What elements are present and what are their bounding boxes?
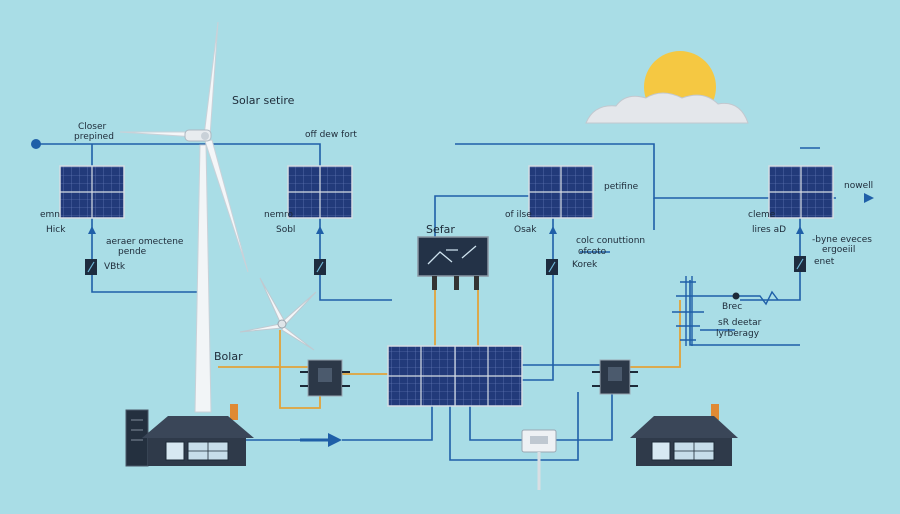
arrow-up-icon bbox=[549, 226, 557, 234]
cloud-icon bbox=[585, 92, 749, 124]
meter-icon bbox=[85, 259, 97, 275]
solar-panel-2 bbox=[287, 165, 353, 219]
label-nemro: nemro bbox=[264, 210, 294, 220]
label-emn: emn bbox=[40, 210, 60, 220]
meter-icon bbox=[546, 259, 558, 275]
arrow-up-icon bbox=[796, 226, 804, 234]
label-nowell: nowell bbox=[844, 181, 873, 191]
inverter-right bbox=[592, 359, 638, 395]
label-sobl: Sobl bbox=[276, 225, 295, 235]
label-solar-setire: Solar setire bbox=[232, 94, 295, 107]
label-cleme: cleme bbox=[748, 210, 776, 220]
label-bolar: Bolar bbox=[214, 350, 243, 363]
meter-icon bbox=[314, 259, 326, 275]
meter-icon bbox=[794, 256, 806, 272]
label-of-ilse: of ilse bbox=[505, 210, 532, 220]
arrow-up-icon bbox=[88, 226, 96, 234]
label-sr-deetar: sR deetar bbox=[718, 318, 762, 328]
house-right-icon bbox=[630, 404, 738, 466]
blue-wiring bbox=[36, 143, 836, 461]
solar-panel-4 bbox=[768, 165, 834, 219]
wind-turbine-small bbox=[239, 277, 317, 351]
label-ergoeiil: ergoeiil bbox=[822, 245, 855, 255]
label-vbtk: VBtk bbox=[104, 262, 126, 272]
label-lires-ad: lires aD bbox=[752, 225, 786, 235]
label-korek: Korek bbox=[572, 260, 598, 270]
house-left-icon bbox=[142, 404, 254, 466]
flow-arrow-icon bbox=[300, 433, 342, 447]
switchgear-icon bbox=[672, 276, 779, 346]
label-hick: Hick bbox=[46, 225, 66, 235]
label-osak: Osak bbox=[514, 225, 537, 235]
label-aeraer-omectene: aeraer omectene bbox=[106, 237, 184, 247]
label-closer: Closer bbox=[78, 122, 107, 132]
solar-array-main bbox=[387, 345, 523, 407]
breaker-node bbox=[732, 292, 740, 300]
label-colc-conuttionn: colc conuttionn bbox=[576, 236, 645, 246]
source-node bbox=[31, 139, 41, 149]
output-arrow-icon bbox=[864, 193, 874, 203]
label-off-dew-fort: off dew fort bbox=[305, 130, 357, 140]
label-sefar: Sefar bbox=[426, 223, 455, 236]
solar-panel-1 bbox=[59, 165, 125, 219]
label-ofcoto: ofcoto bbox=[578, 247, 607, 257]
controller-display bbox=[417, 236, 489, 290]
label-enet: enet bbox=[814, 257, 835, 267]
arrow-up-icon bbox=[316, 226, 324, 234]
smart-meter-icon bbox=[521, 429, 557, 490]
orange-wiring bbox=[218, 290, 681, 409]
label-brec: Brec bbox=[722, 302, 742, 312]
label-lyrberagy: lyrberagy bbox=[716, 329, 760, 339]
wind-turbine-large bbox=[119, 21, 249, 413]
inverter-left bbox=[300, 359, 350, 397]
label-byne-eveces: -byne eveces bbox=[812, 235, 872, 245]
solar-panel-3 bbox=[528, 165, 594, 219]
label-pende: pende bbox=[118, 247, 147, 257]
label-prepined: prepined bbox=[74, 132, 114, 142]
label-petifine: petifine bbox=[604, 182, 639, 192]
